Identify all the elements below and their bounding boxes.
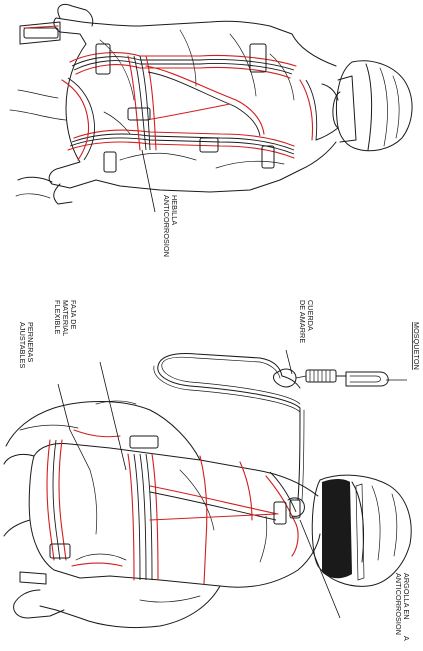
- mosqueton-text: MOSQUETON: [412, 322, 421, 370]
- hebilla-line-2: ANTICORROSION: [162, 195, 171, 257]
- mosqueton-label: MOSQUETON: [412, 322, 421, 370]
- cuerda-line-2: DE AMARRE: [298, 300, 307, 343]
- worker-front-view: [4, 362, 411, 628]
- front-harness-straps: [47, 430, 304, 584]
- argolla-label: ARGOLLA EN ANTICORROSION: [394, 573, 411, 635]
- perneras-label: PERNERAS AJUSTABLES: [18, 322, 35, 369]
- cuerda-label: CUERDA DE AMARRE: [298, 300, 315, 343]
- faja-label: FAJA DE MATERIAL FLEXIBLE: [53, 300, 78, 336]
- argolla-extra-text: A: [402, 636, 411, 641]
- faja-line-3: FLEXIBLE: [53, 300, 62, 334]
- argolla-line-2: ANTICORROSION: [394, 573, 403, 635]
- worker-back-body: [49, 18, 336, 192]
- perneras-line-2: AJUSTABLES: [18, 322, 27, 369]
- perneras-leader-line: [58, 384, 70, 430]
- back-harness-straps: [24, 26, 317, 172]
- balaclava-hard-hat-head: [312, 475, 411, 586]
- cuerda-leader-line: [286, 350, 292, 374]
- hard-hat-head-top: [316, 61, 412, 151]
- shock-absorber-coil: [306, 370, 336, 382]
- carabiner: [346, 372, 388, 386]
- worker-back-view: [10, 5, 412, 213]
- faja-leader-line: [100, 362, 126, 470]
- hebilla-leader-line: [142, 150, 155, 212]
- hebilla-label: HEBILLA ANTICORROSION: [162, 195, 179, 257]
- argolla-extra-label: A: [402, 636, 411, 641]
